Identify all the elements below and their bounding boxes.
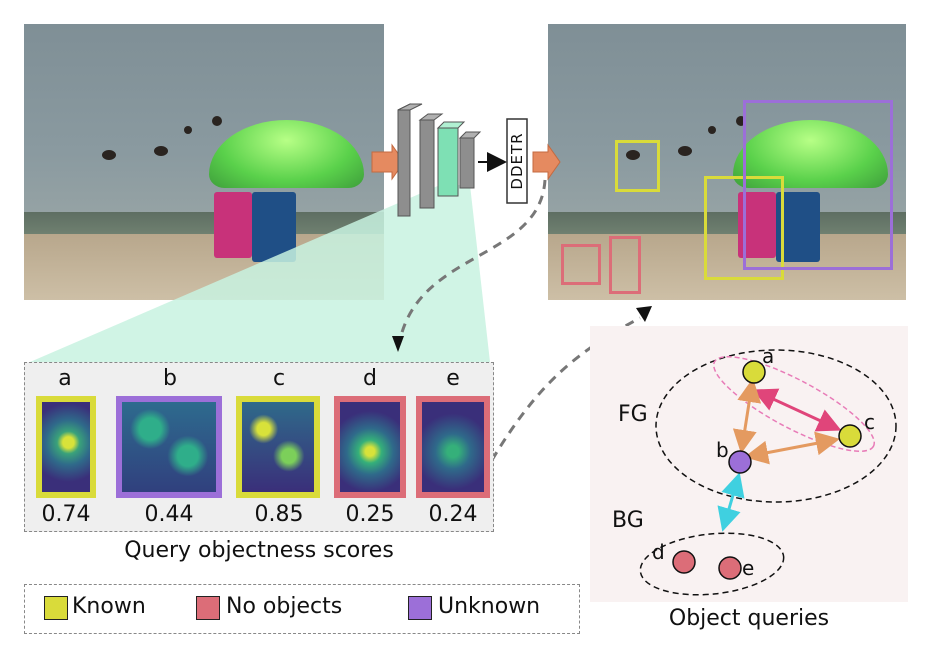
query-letter-a: a (58, 366, 72, 391)
score-e: 0.24 (428, 502, 478, 527)
score-b: 0.44 (144, 502, 194, 527)
output-up-arrowhead (636, 306, 652, 322)
heatmap-d (334, 396, 406, 498)
no-object-box-2 (609, 236, 641, 294)
heatmap-a (36, 396, 96, 498)
queries-down-arrowhead (392, 336, 404, 352)
heatmap-e (416, 396, 490, 498)
query-letter-d: d (363, 366, 377, 391)
node-e (718, 556, 742, 580)
object-queries-caption: Object queries (668, 606, 830, 631)
heatmap-c (236, 396, 320, 498)
bg-label: BG (612, 508, 644, 533)
backbone-network-icon (397, 103, 482, 217)
no-object-box-1 (561, 244, 601, 285)
bg-ellipse (639, 532, 785, 596)
score-d: 0.25 (345, 502, 395, 527)
node-a (742, 360, 766, 384)
legend-no-objects-swatch (196, 596, 220, 620)
node-label-b: b (716, 438, 729, 462)
output-image (548, 24, 906, 300)
legend-known-swatch (44, 596, 68, 620)
fg-ellipse (655, 349, 897, 503)
feature-projection (30, 185, 490, 362)
query-letter-e: e (446, 366, 460, 391)
score-c: 0.85 (254, 502, 304, 527)
input-image (24, 24, 384, 300)
score-a: 0.74 (41, 502, 91, 527)
ddetr-label: DDETR (508, 132, 526, 190)
legend-unknown-swatch (408, 596, 432, 620)
legend-unknown-label: Unknown (438, 594, 541, 619)
node-d (672, 550, 696, 574)
legend-no-objects-label: No objects (226, 594, 343, 619)
node-label-d: d (652, 540, 665, 564)
legend-known-label: Known (72, 594, 146, 619)
output-arrow-icon (532, 143, 561, 181)
node-label-a: a (762, 344, 775, 368)
fg-label: FG (618, 402, 648, 427)
node-b (728, 450, 752, 474)
unknown-box-umbrella (743, 100, 893, 270)
node-label-e: e (742, 556, 755, 580)
query-letter-c: c (272, 366, 286, 391)
node-c (838, 424, 862, 448)
legend-panel (24, 584, 580, 634)
query-letter-b: b (163, 366, 177, 391)
object-queries-graph (639, 349, 897, 596)
ddetr-box (506, 118, 528, 204)
heatmap-b (116, 396, 222, 498)
known-box-person (615, 140, 660, 192)
detr-to-queries-dashed-arrow (398, 179, 547, 341)
node-label-c: c (864, 410, 875, 434)
query-panel-caption: Query objectness scores (124, 538, 394, 563)
